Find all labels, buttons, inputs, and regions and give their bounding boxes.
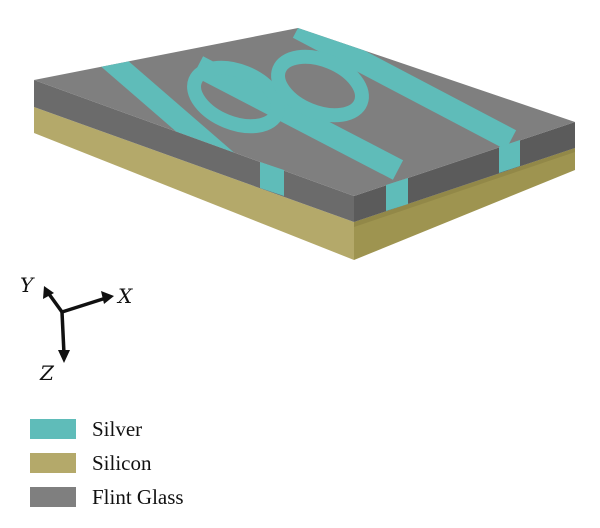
y-axis-arrowhead <box>43 286 54 299</box>
legend-item-silicon: Silicon <box>30 446 184 480</box>
silver-front-strip-3 <box>499 140 520 173</box>
x-axis-arrow <box>61 296 107 314</box>
legend-swatch-silver <box>30 419 76 439</box>
silicon-edge-shadow <box>354 148 575 227</box>
silver-front-strip-2 <box>386 178 408 211</box>
x-axis-label: X <box>116 284 133 308</box>
legend-item-flint-glass: Flint Glass <box>30 480 184 514</box>
z-axis-arrow <box>60 311 66 355</box>
legend-item-silver: Silver <box>30 412 184 446</box>
silver-ring-right <box>271 49 369 123</box>
legend-swatch-flint-glass <box>30 487 76 507</box>
z-axis-label: Z <box>39 361 55 385</box>
legend-swatch-silicon <box>30 453 76 473</box>
silicon-front-face <box>34 107 354 260</box>
y-axis-label: Y <box>20 273 35 297</box>
x-axis-arrowhead <box>101 291 114 304</box>
legend-label-silver: Silver <box>92 416 143 441</box>
silicon-right-face <box>354 148 575 260</box>
legend-label-flint-glass: Flint Glass <box>92 484 184 509</box>
silver-waveguide-right <box>292 28 517 150</box>
silver-front-strip-1 <box>260 162 284 196</box>
legend-label-silicon: Silicon <box>92 450 152 475</box>
legend: Silver Silicon Flint Glass <box>30 412 184 514</box>
z-axis-arrowhead <box>58 350 70 363</box>
y-axis-arrow <box>47 292 64 314</box>
silver-waveguide-middle <box>192 56 404 180</box>
coordinate-axes <box>43 286 114 363</box>
silver-ring-left <box>187 60 285 134</box>
